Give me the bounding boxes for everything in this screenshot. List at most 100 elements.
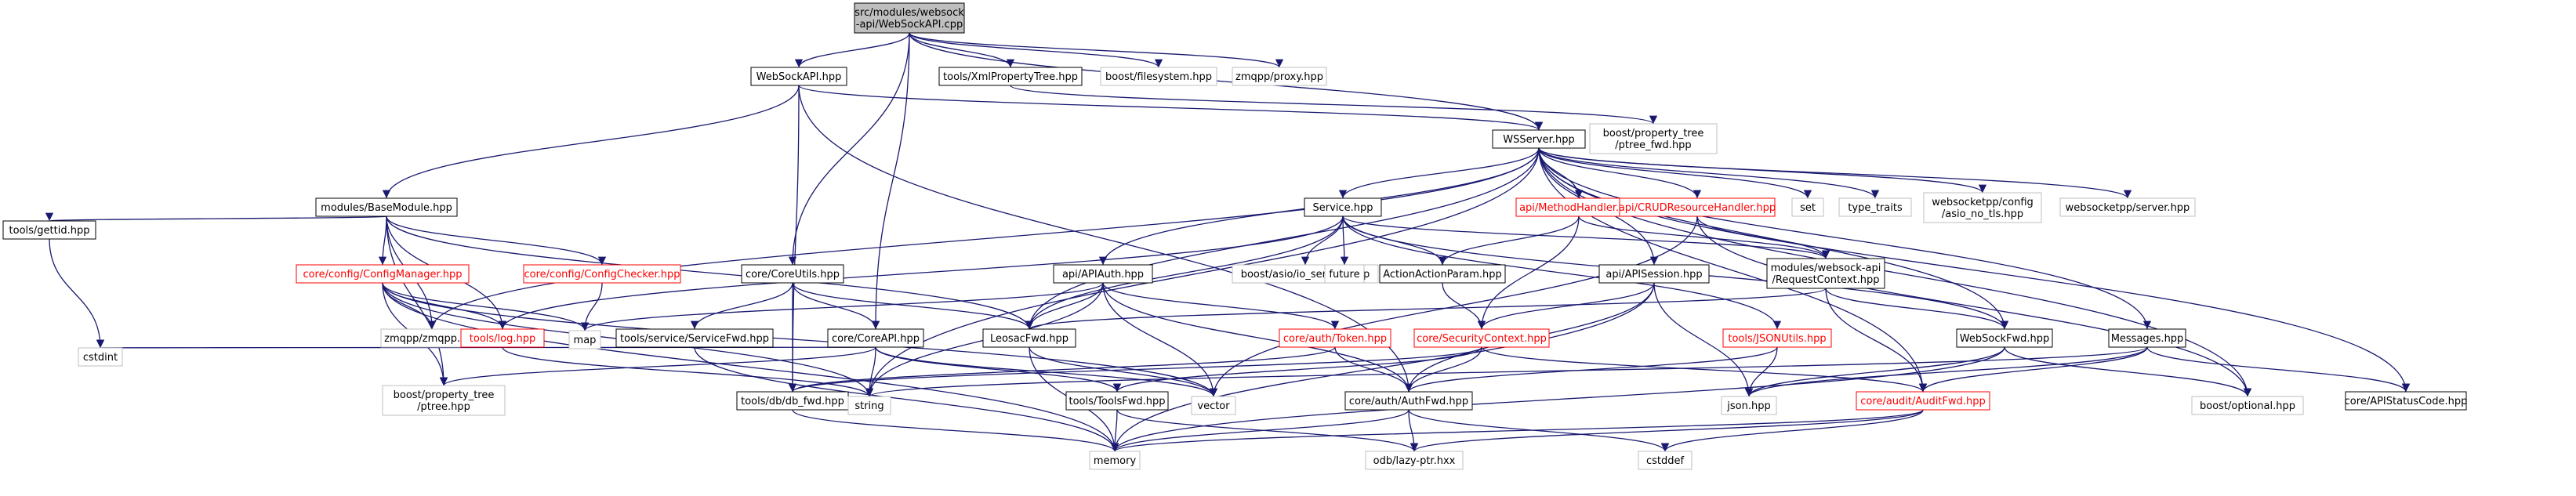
edge-coreutils-to-coreapi xyxy=(792,282,880,330)
node-label-websockfwd: WebSockFwd.hpp xyxy=(1960,333,2049,345)
node-box-type_traits xyxy=(1838,197,1912,217)
node-label-jsonutils: tools/JSONUtils.hpp xyxy=(1728,333,1826,345)
node-label-apisession: api/APISession.hpp xyxy=(1605,269,1702,281)
edge-root-to-websockapi_hpp xyxy=(794,32,910,68)
node-label-zmqpp_proxy: zmqpp/proxy.hpp xyxy=(1235,71,1323,83)
node-label-ws_server: websocketpp/server.hpp xyxy=(2066,202,2190,214)
node-gettid[interactable]: tools/gettid.hpp xyxy=(2,220,96,240)
node-configchecker[interactable]: core/config/ConfigChecker.hpp xyxy=(523,264,681,284)
node-websockfwd[interactable]: WebSockFwd.hpp xyxy=(1956,328,2053,348)
node-label-crudhandler: api/CRUDResourceHandler.hpp xyxy=(1619,202,1776,214)
edge-wsserver-to-string xyxy=(865,147,1540,397)
node-securitycontext[interactable]: core/SecurityContext.hpp xyxy=(1413,328,1550,348)
node-cstdint: cstdint xyxy=(78,347,123,367)
edge-wsserver-to-messages xyxy=(1538,147,2152,330)
node-toolsfwd[interactable]: tools/ToolsFwd.hpp xyxy=(1065,391,1169,411)
node-wsserver[interactable]: WSServer.hpp xyxy=(1492,129,1586,149)
node-label-requestcontext: /RequestContext.hpp xyxy=(1772,274,1880,286)
node-box-crudhandler xyxy=(1619,197,1776,217)
edge-securitycontext-to-db_fwd xyxy=(789,346,1482,393)
node-websockapi_hpp[interactable]: WebSockAPI.hpp xyxy=(750,67,847,86)
node-apisession[interactable]: api/APISession.hpp xyxy=(1598,264,1710,284)
edge-root-to-zmqpp_proxy xyxy=(909,32,1283,68)
node-box-service xyxy=(1304,197,1382,217)
node-label-apistatuscode: core/APIStatusCode.hpp xyxy=(2345,396,2468,407)
node-auditfwd[interactable]: core/audit/AuditFwd.hpp xyxy=(1856,391,1990,411)
node-actionparam[interactable]: ActionActionParam.hpp xyxy=(1379,264,1506,284)
node-label-basemodule: modules/BaseModule.hpp xyxy=(321,202,452,214)
node-log[interactable]: tools/log.hpp xyxy=(460,328,545,348)
node-box-map xyxy=(568,330,601,349)
edge-auditfwd-to-cstddef xyxy=(1660,409,1924,452)
edge-leosacfwd-to-vector xyxy=(1029,346,1218,397)
edge-coreutils-to-leosacfwd xyxy=(792,282,1034,330)
node-apistatuscode[interactable]: core/APIStatusCode.hpp xyxy=(2345,391,2468,411)
node-box-toolsfwd xyxy=(1065,391,1169,411)
node-label-map: map xyxy=(574,335,597,346)
node-jsonutils[interactable]: tools/JSONUtils.hpp xyxy=(1722,328,1832,348)
edge-token-to-authfwd xyxy=(1334,346,1413,393)
edge-wsserver-to-service xyxy=(1338,147,1540,199)
node-coreutils[interactable]: core/CoreUtils.hpp xyxy=(741,264,844,284)
node-coreapi[interactable]: core/CoreAPI.hpp xyxy=(827,328,924,348)
node-box-zmqpp_proxy xyxy=(1232,67,1327,86)
edge-securitycontext-to-authfwd xyxy=(1404,346,1482,393)
edge-requestcontext-to-leosacfwd xyxy=(1025,288,1827,330)
node-box-optional xyxy=(2191,396,2304,415)
node-zmqpp_proxy: zmqpp/proxy.hpp xyxy=(1232,67,1327,86)
edge-auditfwd-to-memory xyxy=(1111,409,1924,452)
node-requestcontext[interactable]: modules/websock-api/RequestContext.hpp xyxy=(1766,258,1885,289)
edge-wsserver-to-type_traits xyxy=(1538,147,1880,199)
node-leosacfwd[interactable]: LeosacFwd.hpp xyxy=(982,328,1076,348)
node-token[interactable]: core/auth/Token.hpp xyxy=(1279,328,1391,348)
node-box-ptree_fwd xyxy=(1589,123,1718,154)
node-methodhandler[interactable]: api/MethodHandler.hpp xyxy=(1515,197,1642,217)
node-type_traits: type_traits xyxy=(1838,197,1912,217)
edge-configchecker-to-map xyxy=(580,282,603,331)
node-label-ptree_fwd: boost/property_tree xyxy=(1603,128,1704,139)
node-messages[interactable]: Messages.hpp xyxy=(2108,328,2186,348)
node-db_fwd[interactable]: tools/db/db_fwd.hpp xyxy=(736,391,849,411)
node-apiauth[interactable]: api/APIAuth.hpp xyxy=(1053,264,1153,284)
node-label-service: Service.hpp xyxy=(1313,202,1373,214)
node-label-db_fwd: tools/db/db_fwd.hpp xyxy=(741,396,844,407)
node-label-set: set xyxy=(1800,202,1816,214)
node-vector: vector xyxy=(1191,396,1236,415)
node-root[interactable]: src/modules/websock-api/WebSockAPI.cpp xyxy=(854,2,965,34)
node-box-apisession xyxy=(1598,264,1710,284)
edge-methodhandler-to-requestcontext xyxy=(1578,215,1830,259)
edge-auditfwd-to-lazyptr xyxy=(1410,409,1924,452)
node-crudhandler[interactable]: api/CRUDResourceHandler.hpp xyxy=(1619,197,1776,217)
edge-root-to-wsserver xyxy=(909,32,1544,131)
edge-basemodule-to-leosacfwd xyxy=(386,215,1034,330)
node-basemodule[interactable]: modules/BaseModule.hpp xyxy=(315,197,458,217)
node-ptree_fwd: boost/property_tree/ptree_fwd.hpp xyxy=(1589,123,1718,154)
node-ptree_hpp: boost/property_tree/ptree.hpp xyxy=(382,385,506,416)
node-configmanager[interactable]: core/config/ConfigManager.hpp xyxy=(296,264,470,284)
node-box-root xyxy=(854,2,965,34)
edge-messages-to-string xyxy=(865,346,2148,397)
edge-websockapi_hpp-to-db_fwd xyxy=(788,85,800,393)
node-box-json xyxy=(1721,396,1777,415)
node-optional: boost/optional.hpp xyxy=(2191,396,2304,415)
node-label-optional: boost/optional.hpp xyxy=(2200,400,2295,412)
node-box-jsonutils xyxy=(1722,328,1832,348)
node-label-log: tools/log.hpp xyxy=(470,333,535,345)
node-map: map xyxy=(568,330,601,349)
node-box-vector xyxy=(1191,396,1236,415)
edge-securitycontext-to-auditfwd xyxy=(1481,346,1927,393)
edge-apiauth-to-token xyxy=(1102,282,1340,330)
node-box-apistatuscode xyxy=(2345,391,2467,411)
node-box-token xyxy=(1279,328,1391,348)
node-label-asio_no_tls: websocketpp/config xyxy=(1932,197,2034,208)
node-label-messages: Messages.hpp xyxy=(2111,333,2184,345)
edge-configmanager-to-vector xyxy=(382,282,1218,397)
node-xmlpropertytree[interactable]: tools/XmlPropertyTree.hpp xyxy=(938,67,1083,86)
edge-apiauth-to-map xyxy=(581,282,1104,331)
node-authfwd[interactable]: core/auth/AuthFwd.hpp xyxy=(1344,391,1473,411)
node-box-websockfwd xyxy=(1956,328,2053,348)
node-service[interactable]: Service.hpp xyxy=(1304,197,1382,217)
node-box-wsserver xyxy=(1492,129,1586,149)
node-servicefwd[interactable]: tools/service/ServiceFwd.hpp xyxy=(615,328,774,348)
node-future: future xyxy=(1324,264,1365,284)
